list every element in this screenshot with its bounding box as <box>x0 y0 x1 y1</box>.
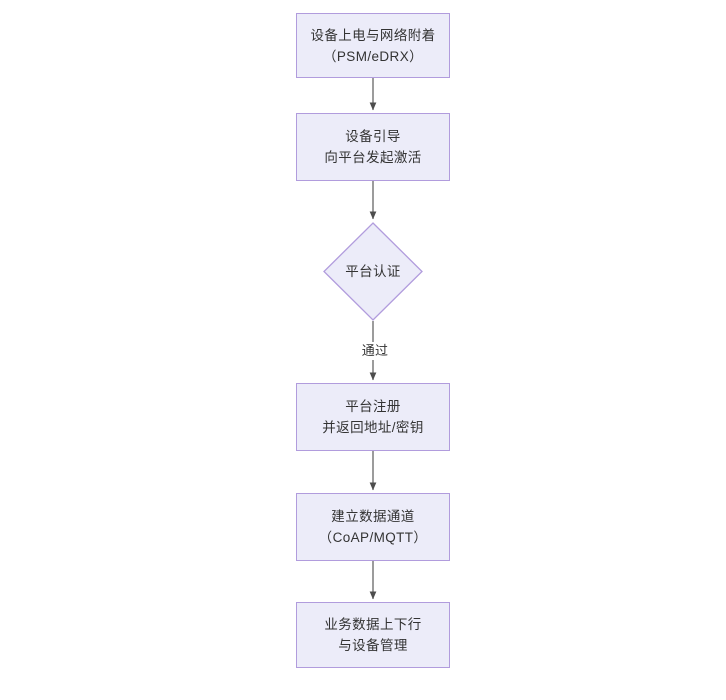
node-label-line: 平台注册 <box>345 399 401 414</box>
node-device-bootstrap[interactable]: 设备引导 向平台发起激活 <box>296 113 450 181</box>
diamond-shape <box>323 222 423 321</box>
node-label-line: 业务数据上下行 <box>324 617 422 632</box>
node-label-line: 建立数据通道 <box>331 509 415 524</box>
node-data-channel[interactable]: 建立数据通道 （CoAP/MQTT） <box>296 493 450 561</box>
node-device-power-on[interactable]: 设备上电与网络附着 （PSM/eDRX） <box>296 13 450 78</box>
node-label-line: （CoAP/MQTT） <box>318 530 428 545</box>
node-label-line: 设备引导 <box>345 129 401 144</box>
edge-label-pass: 通过 <box>352 342 398 360</box>
node-label-line: 与设备管理 <box>338 638 408 653</box>
decision-label-wrap: 平台认证 <box>323 222 423 321</box>
node-label-line: 设备上电与网络附着 <box>310 27 436 43</box>
node-business-data[interactable]: 业务数据上下行 与设备管理 <box>296 602 450 668</box>
node-label-line: 平台认证 <box>345 264 401 279</box>
node-platform-registration[interactable]: 平台注册 并返回地址/密钥 <box>296 383 450 451</box>
node-label-line: 向平台发起激活 <box>324 150 422 165</box>
node-label-line: 并返回地址/密钥 <box>322 420 424 435</box>
node-platform-authentication[interactable]: 平台认证 <box>323 222 423 321</box>
node-label-line: （PSM/eDRX） <box>322 48 424 64</box>
